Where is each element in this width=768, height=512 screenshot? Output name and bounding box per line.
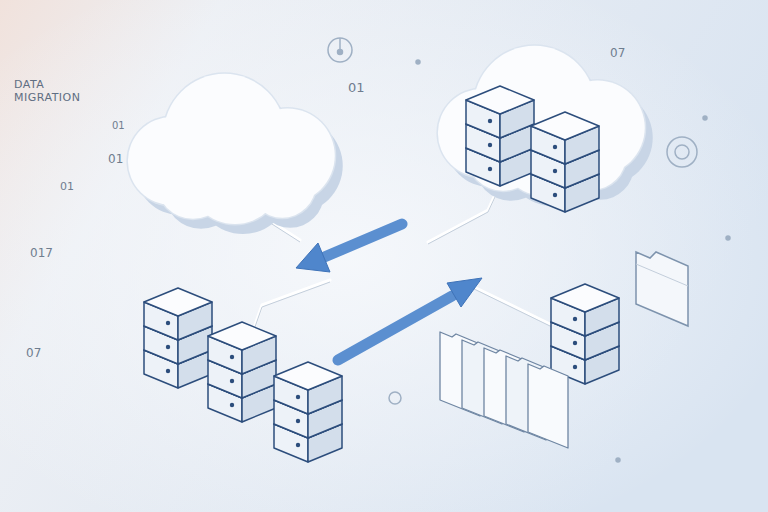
title: DATA MIGRATION (14, 78, 94, 104)
code-label: 01 (60, 180, 74, 193)
server-unit (466, 86, 534, 138)
server-stack (531, 112, 599, 212)
code-label: 01 (112, 120, 125, 132)
server-stack (208, 322, 276, 422)
server-unit (531, 112, 599, 164)
code-label: 01 (348, 80, 365, 96)
server-unit (144, 288, 212, 340)
folder-icon (636, 252, 688, 326)
server-unit (551, 284, 619, 336)
migration-arrows (296, 224, 482, 360)
code-label: 07 (26, 346, 41, 360)
code-label: 01 (108, 152, 123, 166)
server-unit (208, 322, 276, 374)
code-label: 017 (30, 246, 53, 260)
cloud (126, 72, 342, 234)
file-folder (528, 364, 568, 448)
server-stack (466, 86, 534, 186)
decorations (328, 38, 730, 462)
server-stack (551, 284, 619, 384)
server-unit (274, 362, 342, 414)
code-label: 07 (610, 46, 625, 60)
server-stack (144, 288, 212, 388)
server-stack (274, 362, 342, 462)
